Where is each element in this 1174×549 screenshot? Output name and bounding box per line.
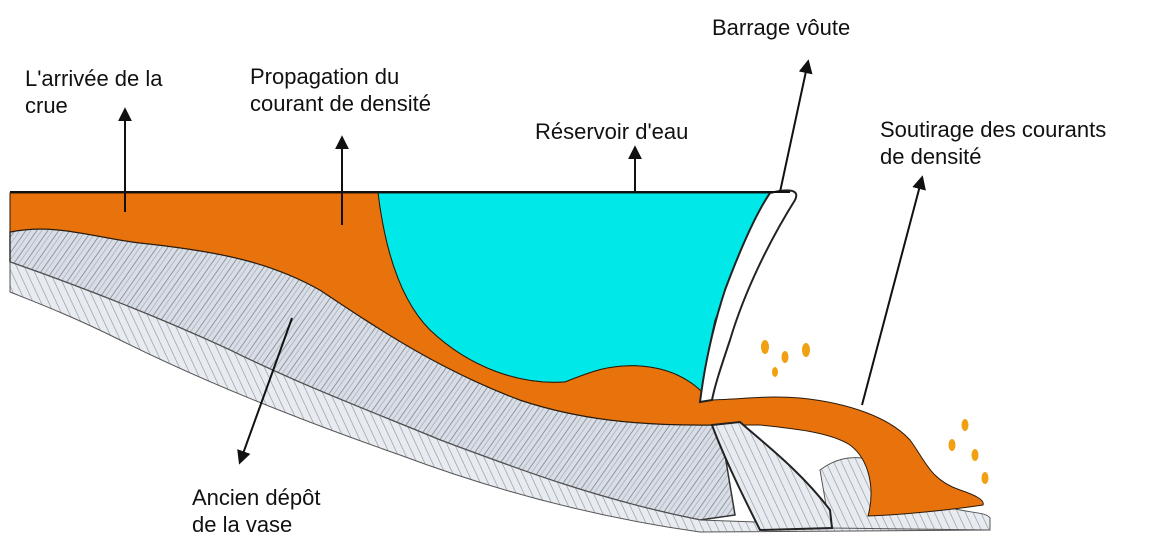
- label-propagation-line2: courant de densité: [250, 90, 431, 117]
- label-propagation: Propagation du courant de densité: [250, 63, 431, 117]
- label-withdrawal-line2: de densité: [880, 143, 1106, 170]
- label-flood-arrival: L'arrivée de la crue: [25, 65, 163, 119]
- label-flood-arrival-line1: L'arrivée de la: [25, 65, 163, 92]
- arrow-dam: [780, 62, 808, 192]
- label-flood-arrival-line2: crue: [25, 92, 163, 119]
- label-old-deposit-line1: Ancien dépôt: [192, 484, 320, 511]
- label-arch-dam: Barrage vôute: [712, 14, 850, 41]
- arrow-withdrawal: [862, 178, 922, 405]
- label-old-deposit-line2: de la vase: [192, 511, 320, 538]
- label-old-deposit: Ancien dépôt de la vase: [192, 484, 320, 538]
- label-reservoir: Réservoir d'eau: [535, 118, 688, 145]
- label-propagation-line1: Propagation du: [250, 63, 431, 90]
- label-withdrawal-line1: Soutirage des courants: [880, 116, 1106, 143]
- label-current-withdrawal: Soutirage des courants de densité: [880, 116, 1106, 170]
